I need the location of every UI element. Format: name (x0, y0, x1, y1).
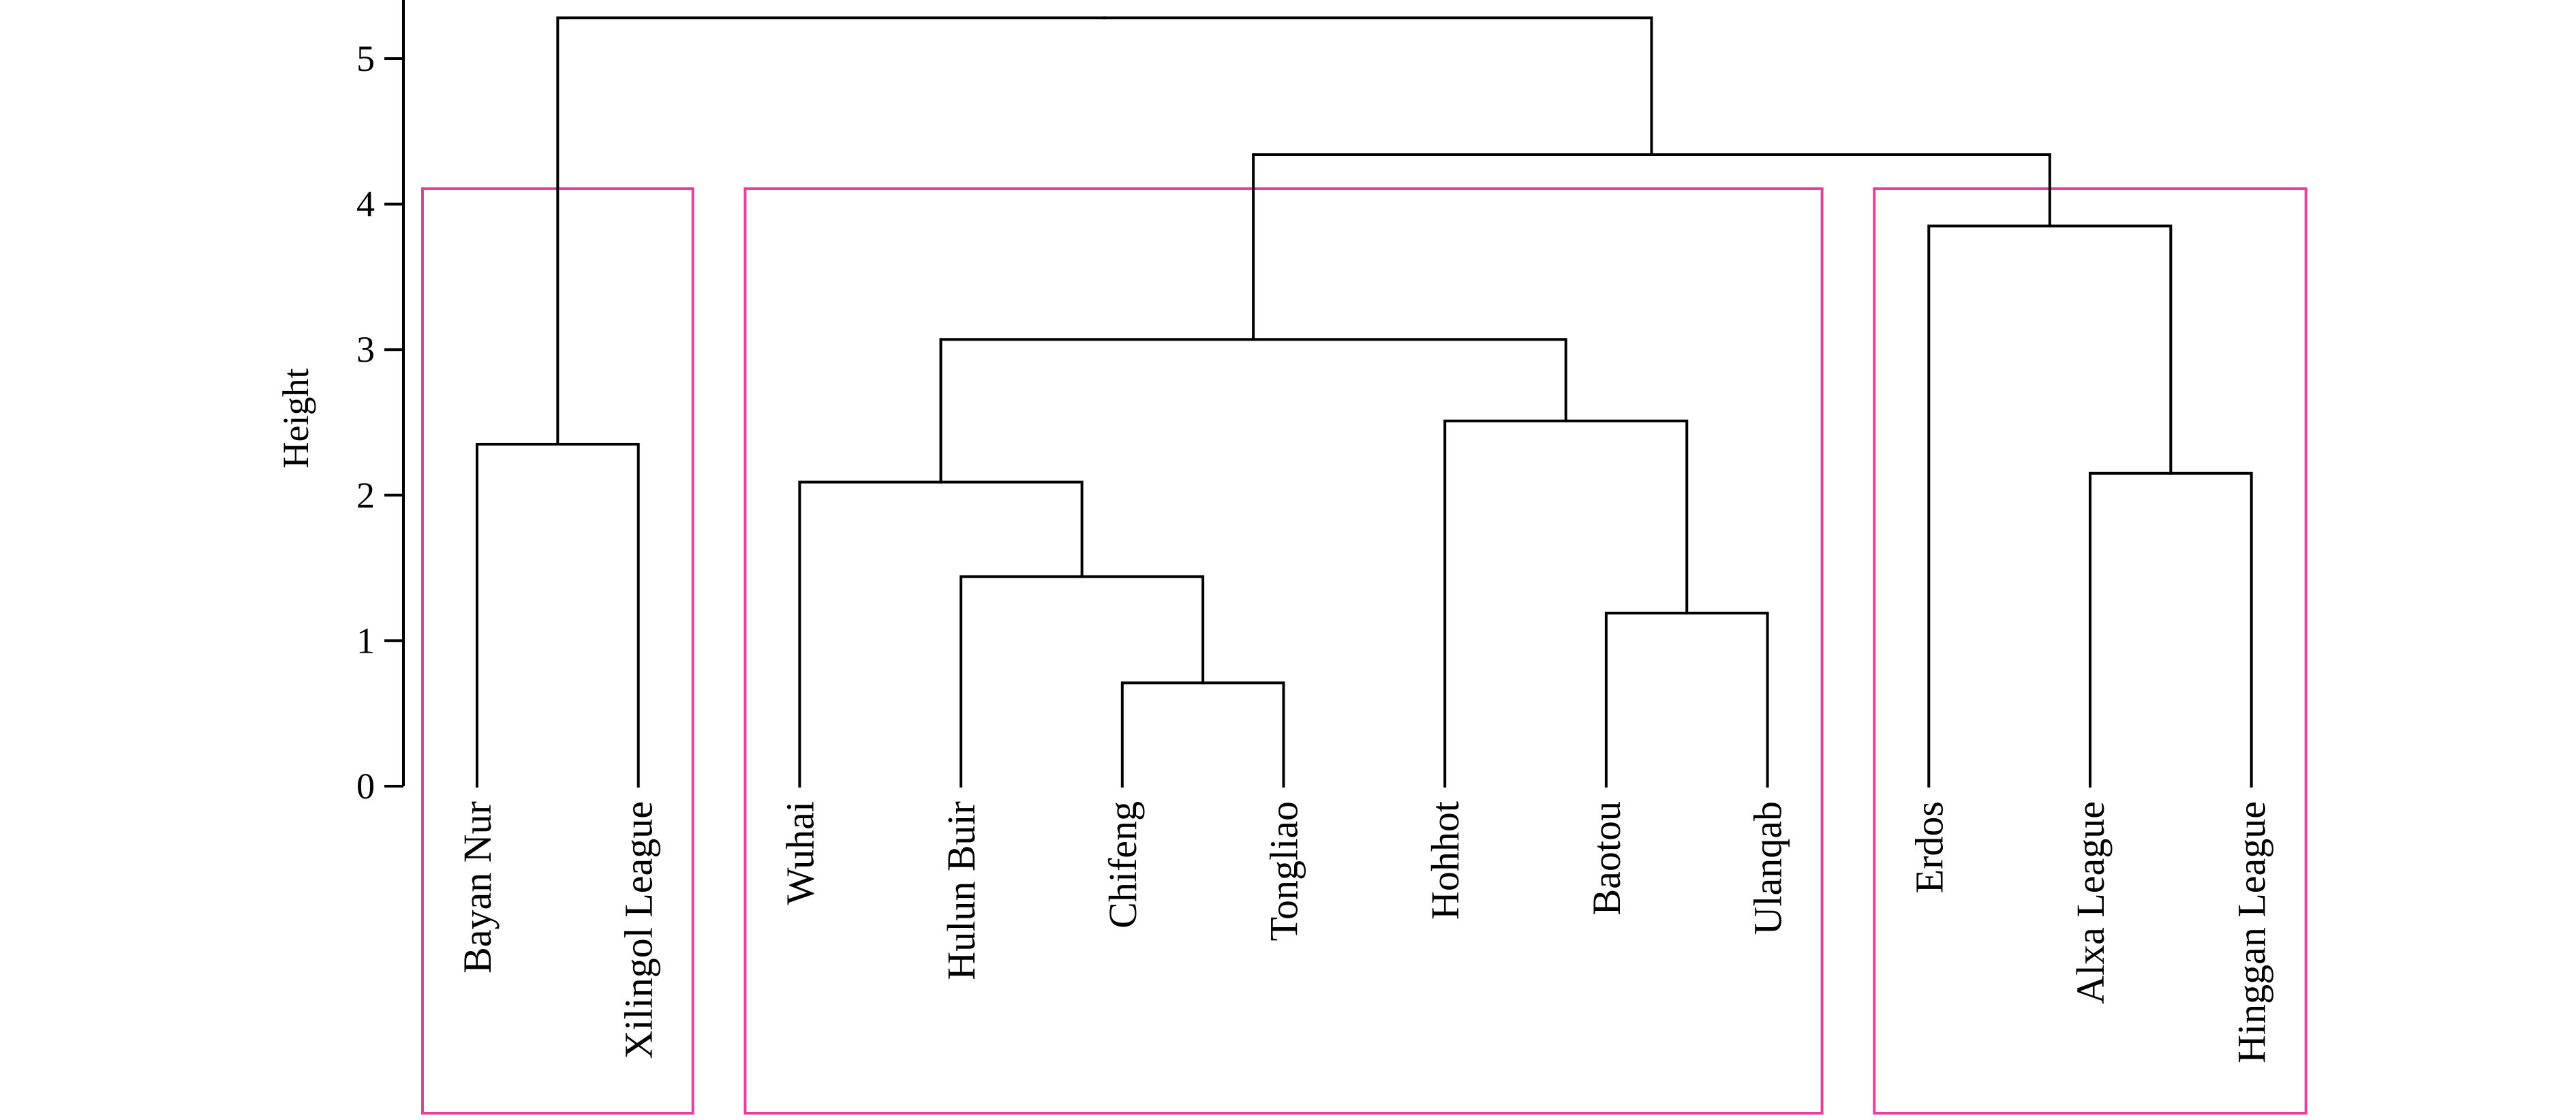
leaf-label-hulun-buir: Hulun Buir (939, 801, 983, 980)
cluster-boxes (421, 187, 2307, 1115)
y-tick-label-5: 5 (356, 38, 375, 79)
cluster-box-3 (1873, 187, 2307, 1115)
leaf-label-tongliao: Tongliao (1262, 801, 1306, 941)
dendrogram-link-11 (556, 16, 1653, 446)
dendrogram-link-3 (960, 575, 1205, 788)
y-axis: Height (275, 0, 405, 786)
dendrogram-link-1 (1120, 681, 1285, 788)
y-tick-label-2: 2 (356, 475, 375, 516)
dendrogram-link-2 (1604, 611, 1769, 788)
y-tick-label-0: 0 (356, 766, 375, 807)
leaf-label-erdos: Erdos (1907, 801, 1951, 893)
y-axis-ticks: 0 1 2 3 4 5 (356, 38, 403, 807)
dendrogram-links (476, 16, 2253, 788)
leaf-label-ulanqab: Ulanqab (1746, 801, 1790, 935)
y-tick-label-3: 3 (356, 329, 375, 370)
dendrogram-link-9 (1927, 224, 2173, 788)
leaf-label-chifeng: Chifeng (1101, 801, 1145, 929)
dendrogram-link-10 (1252, 153, 2051, 341)
dendrogram-link-8 (939, 338, 1567, 484)
leaf-label-bayan-nur: Bayan Nur (455, 801, 500, 974)
leaf-labels: Bayan Nur Xilingol League Wuhai Hulun Buir C… (455, 801, 2274, 1063)
y-tick-label-1: 1 (356, 620, 375, 661)
leaf-label-baotou: Baotou (1584, 801, 1629, 916)
leaf-label-hinggan-league: Hinggan League (2230, 801, 2274, 1063)
dendrogram-link-4 (798, 480, 1084, 788)
y-tick-label-4: 4 (356, 184, 375, 225)
leaf-label-xilingol-league: Xilingol League (617, 801, 661, 1059)
y-axis-title: Height (275, 369, 316, 469)
dendrogram-link-6 (476, 443, 640, 788)
cluster-box-2 (743, 187, 1824, 1115)
leaf-label-hohhot: Hohhot (1423, 801, 1467, 920)
dendrogram-link-7 (1443, 419, 1689, 788)
leaf-label-wuhai: Wuhai (778, 801, 822, 905)
leaf-label-alxa-league: Alxa League (2068, 801, 2113, 1004)
dendrogram-link-5 (2089, 471, 2253, 788)
